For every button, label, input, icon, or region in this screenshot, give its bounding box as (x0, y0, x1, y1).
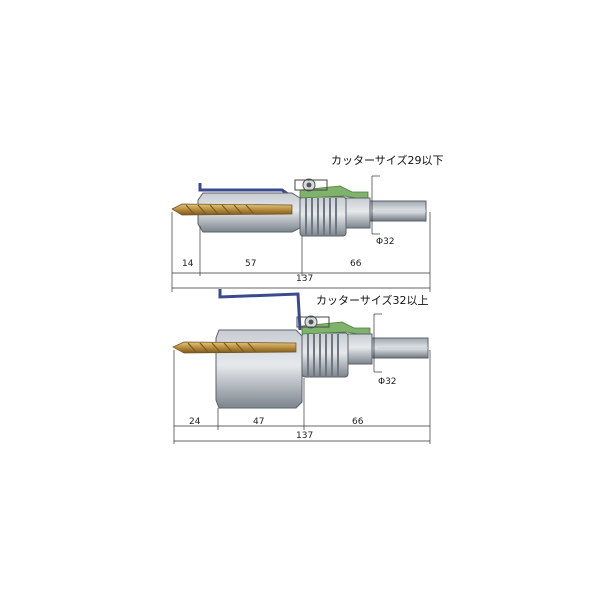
top-assembly (171, 178, 427, 237)
bottom-dim-total: 137 (296, 431, 314, 441)
bottom-cutter-body (215, 329, 303, 409)
bottom-dim-a: 24 (189, 417, 201, 427)
top-diameter-label: Φ32 (376, 237, 395, 247)
top-adapter (345, 197, 371, 229)
bottom-dim-c: 66 (352, 417, 364, 427)
bottom-title: カッターサイズ32以上 (316, 294, 429, 307)
top-title: カッターサイズ29以下 (331, 154, 444, 167)
bottom-adapter (347, 333, 373, 365)
top-dim-a: 14 (182, 259, 194, 269)
top-dim-b: 57 (245, 259, 257, 269)
bottom-wire-guide (218, 289, 302, 331)
top-dimension-lines (171, 175, 431, 292)
top-drill-bit (171, 203, 293, 216)
bottom-spring (307, 334, 339, 376)
top-spring (305, 198, 337, 236)
bottom-dimension-lines (173, 313, 431, 444)
top-dim-c: 66 (350, 259, 362, 269)
bottom-assembly (172, 289, 429, 409)
bottom-diameter-label: Φ32 (378, 377, 397, 387)
bottom-drill-bit (172, 341, 297, 354)
bottom-dim-b: 47 (253, 417, 265, 427)
top-dim-total: 137 (296, 274, 314, 284)
